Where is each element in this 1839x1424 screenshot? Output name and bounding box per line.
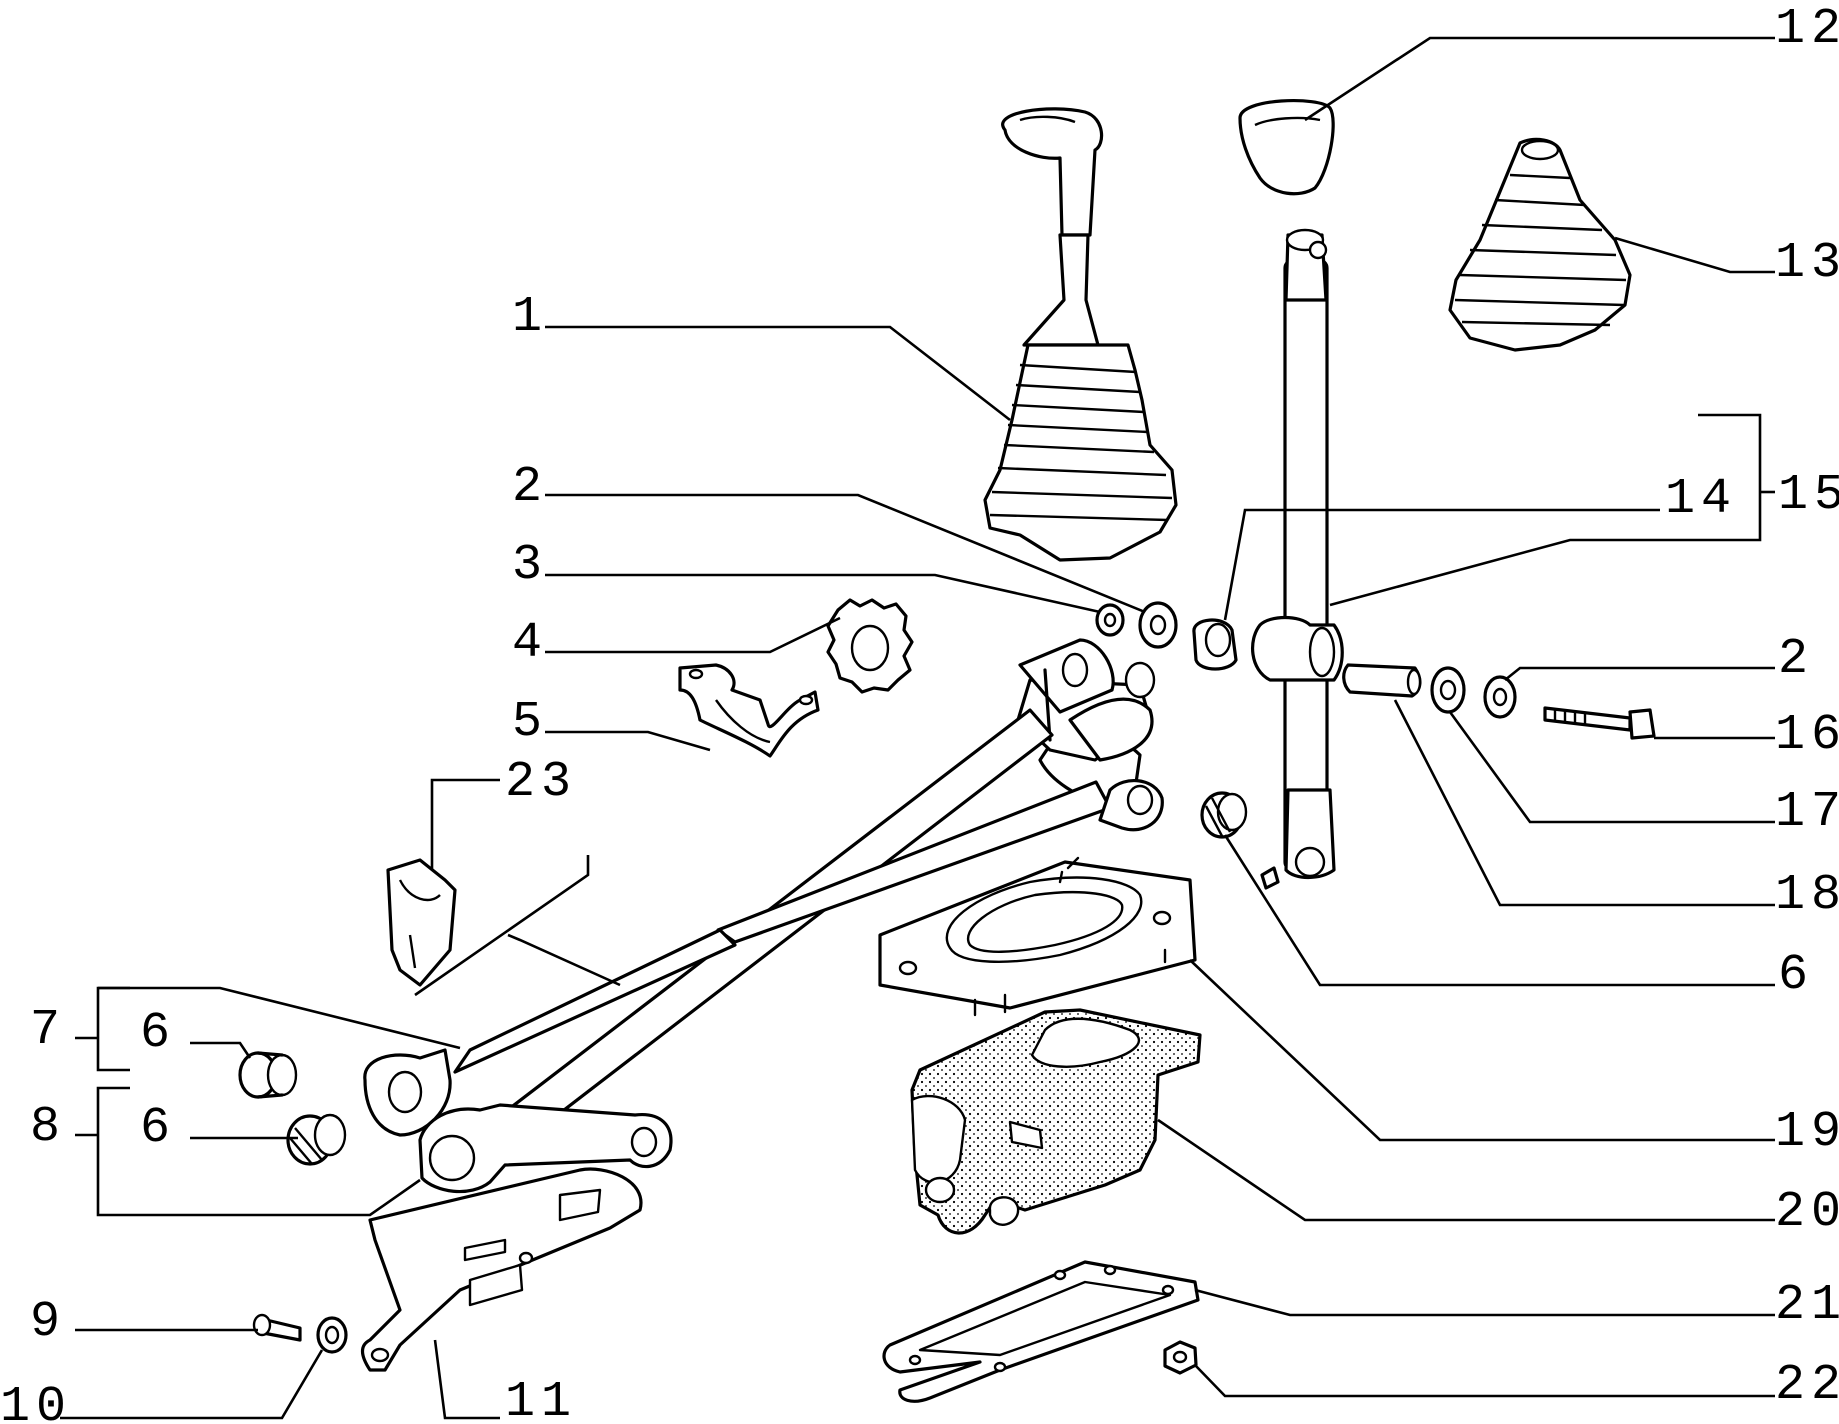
bush-right (1430, 666, 1466, 714)
callout-22: 22 (1775, 1357, 1839, 1414)
callout-2-left: 2 (512, 459, 548, 516)
callout-10: 10 (0, 1379, 72, 1424)
callout-9: 9 (30, 1294, 66, 1351)
rubber-bushing-upper (1200, 791, 1248, 839)
top-gasket-plate (878, 856, 1197, 1017)
bolt (1543, 706, 1656, 740)
washer-left (1138, 601, 1178, 649)
callout-6-right: 6 (1778, 947, 1814, 1004)
callout-14: 14 (1665, 471, 1737, 528)
clamp-bracket (678, 663, 820, 758)
callout-7: 7 (30, 1002, 66, 1059)
callout-11: 11 (505, 1374, 577, 1424)
bush (1192, 618, 1238, 671)
callout-19: 19 (1775, 1104, 1839, 1161)
callout-1: 1 (512, 289, 548, 346)
callout-20: 20 (1775, 1184, 1839, 1241)
leader-lines (60, 36, 1775, 1420)
rubber-bushing-left-bottom (286, 1113, 347, 1166)
hex-nut (1163, 1340, 1198, 1375)
callout-16: 16 (1775, 707, 1839, 764)
callout-17: 17 (1775, 784, 1839, 841)
screw (252, 1313, 302, 1342)
selector-rods (453, 638, 1164, 1152)
callout-13: 13 (1775, 235, 1839, 292)
rod-eye-end-8 (418, 1103, 673, 1194)
toothed-grommet (826, 598, 914, 694)
washer-right (1483, 675, 1517, 719)
gear-lever-with-boot (983, 107, 1178, 562)
callout-6-left-bottom: 6 (140, 1100, 176, 1157)
callout-2-right: 2 (1778, 631, 1814, 688)
rubber-boot (1448, 137, 1632, 352)
callout-6-left-top: 6 (140, 1005, 176, 1062)
callout-23: 23 (505, 754, 577, 811)
rod-eye-end-7 (363, 1048, 452, 1137)
small-nut (1095, 603, 1125, 637)
callout-8: 8 (30, 1099, 66, 1156)
spring-washer (316, 1316, 348, 1354)
callout-3: 3 (512, 537, 548, 594)
callout-18: 18 (1775, 867, 1839, 924)
selector-shaft (1251, 228, 1344, 890)
retaining-clip (386, 858, 457, 987)
callout-5: 5 (512, 694, 548, 751)
rubber-bushing-left-top (238, 1051, 298, 1099)
lower-gasket (882, 1260, 1200, 1403)
mounting-plate (360, 1167, 643, 1372)
callout-21: 21 (1775, 1277, 1839, 1334)
callout-4: 4 (512, 615, 548, 672)
gearbox-housing (910, 1008, 1202, 1235)
gear-knob (1238, 99, 1335, 196)
callout-15: 15 (1778, 467, 1839, 524)
sleeve (1342, 663, 1422, 698)
callout-12: 12 (1775, 1, 1839, 58)
